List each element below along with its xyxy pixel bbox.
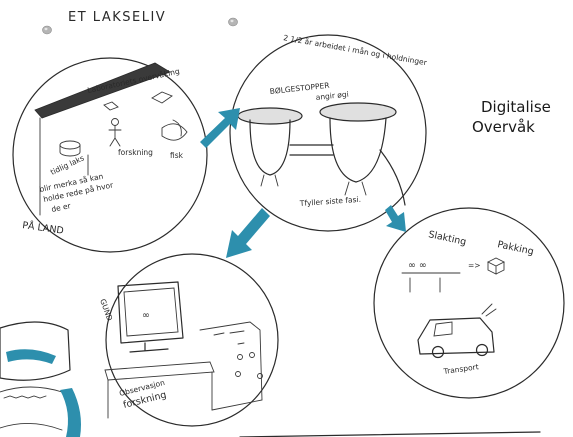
salmon-label: tidlig laks — [49, 153, 86, 176]
outlet-pipe — [379, 149, 406, 206]
box-icon — [103, 101, 119, 111]
fish-label: fisk — [170, 151, 184, 160]
arrow-icon — [385, 205, 406, 232]
connecting-pipe — [289, 144, 334, 156]
truck-icon — [417, 303, 497, 359]
package-icon — [486, 257, 506, 275]
lab-cabinet — [199, 321, 263, 411]
land-caption: PÅ LAND — [22, 219, 65, 237]
right-text-line-1: Digitalise — [481, 98, 551, 116]
wave-sublabel: angir øgi — [315, 90, 349, 102]
pool-structure — [0, 321, 81, 437]
fish-pen — [319, 102, 397, 196]
duration-note: 2 1/2 år arbeidet i mån og i holdninger — [283, 33, 429, 67]
box-icon — [151, 91, 173, 104]
bottom-edge-line — [239, 431, 541, 437]
desk-leg — [107, 371, 213, 419]
screen-glyph: ∞ — [142, 310, 150, 321]
pin-icon — [42, 25, 52, 35]
monitor-icon: ∞ — [117, 281, 184, 353]
right-text-line-2: Overvåk — [472, 118, 535, 136]
circle-harvest: Slakting Pakking ∞ ∞ => Transport — [373, 207, 565, 399]
infinity-glyph: ∞ ∞ — [408, 260, 427, 271]
supervision-label: Laboratoriets overvåking — [87, 67, 181, 95]
slaughter-line — [401, 272, 461, 293]
page-title: ET LAKSELIV — [68, 10, 166, 25]
building-roof — [34, 62, 171, 119]
circle-lab: GUND ∞ Observasjon forskning — [98, 253, 279, 427]
arrow-icon — [226, 208, 270, 258]
transport-label: Transport — [442, 362, 479, 376]
lab-side-label: GUND — [98, 298, 114, 323]
research-label: forskning — [118, 148, 153, 157]
circle-land: Laboratoriets overvåking forskning tidli… — [12, 57, 208, 253]
pool-water — [6, 349, 56, 364]
slaughter-label: Slakting — [427, 229, 467, 248]
fish-icon — [161, 119, 188, 141]
desk — [104, 361, 215, 381]
fish-pen — [237, 107, 303, 187]
arrow-icon — [200, 108, 240, 148]
person-icon — [108, 118, 122, 147]
arrow-glyph: => — [468, 261, 481, 270]
packing-label: Pakking — [496, 239, 534, 257]
cabinet-detail — [213, 330, 245, 345]
circle-sea: 2 1/2 år arbeidet i mån og i holdninger … — [229, 33, 429, 232]
marking-note-line-3: de er — [51, 201, 73, 214]
sea-caption: Tfyller siste fasi. — [299, 195, 362, 208]
tank-icon — [59, 140, 81, 150]
water-channel — [60, 388, 81, 437]
pin-icon — [228, 17, 238, 27]
